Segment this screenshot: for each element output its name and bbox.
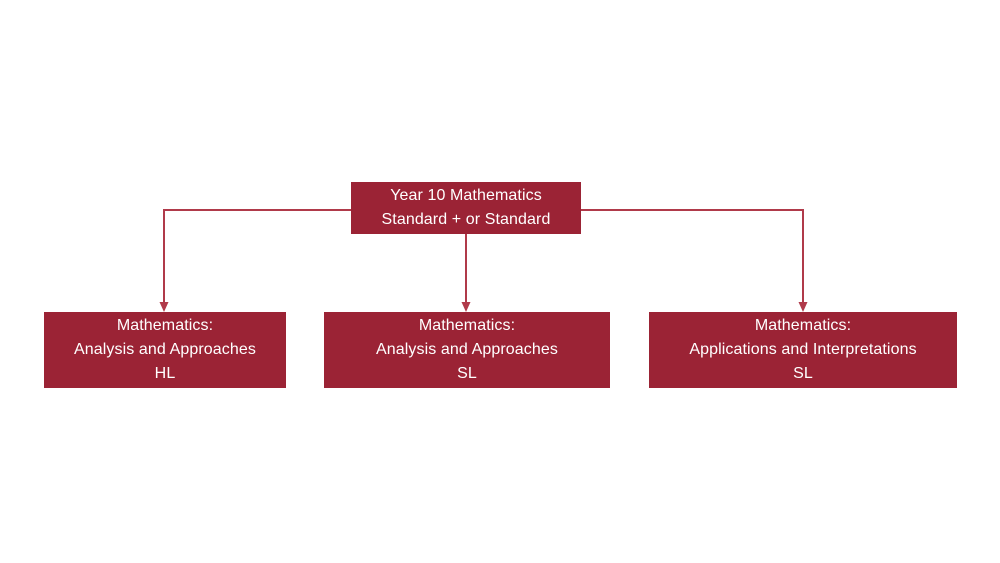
node-root-line-2: Standard + or Standard: [381, 211, 551, 228]
node-child-2-line-1: Mathematics:: [754, 317, 852, 334]
node-child-0-line-1: Mathematics:: [116, 317, 214, 334]
node-child-1-line-2: Analysis and Approaches: [376, 341, 558, 358]
arrowhead-child-0: [159, 302, 169, 312]
node-root-line-1: Year 10 Mathematics: [390, 187, 542, 204]
node-child-2-line-3: SL: [793, 365, 813, 382]
node-analysis-approaches-sl[interactable]: Mathematics: Analysis and Approaches SL: [324, 312, 610, 388]
node-child-0-line-3: HL: [154, 365, 176, 382]
node-child-1-line-3: SL: [457, 365, 477, 382]
node-child-0-line-2: Analysis and Approaches: [74, 341, 256, 358]
edge-root-to-child-2: [581, 209, 804, 303]
node-applications-interpretations-sl[interactable]: Mathematics: Applications and Interpreta…: [649, 312, 957, 388]
node-child-1-line-1: Mathematics:: [418, 317, 516, 334]
node-analysis-approaches-hl[interactable]: Mathematics: Analysis and Approaches HL: [44, 312, 286, 388]
node-root[interactable]: Year 10 Mathematics Standard + or Standa…: [351, 182, 581, 234]
node-child-2-line-2: Applications and Interpretations: [689, 341, 917, 358]
arrowhead-child-2: [798, 302, 808, 312]
arrowhead-child-1: [461, 302, 471, 312]
edge-root-to-child-0: [163, 209, 351, 303]
